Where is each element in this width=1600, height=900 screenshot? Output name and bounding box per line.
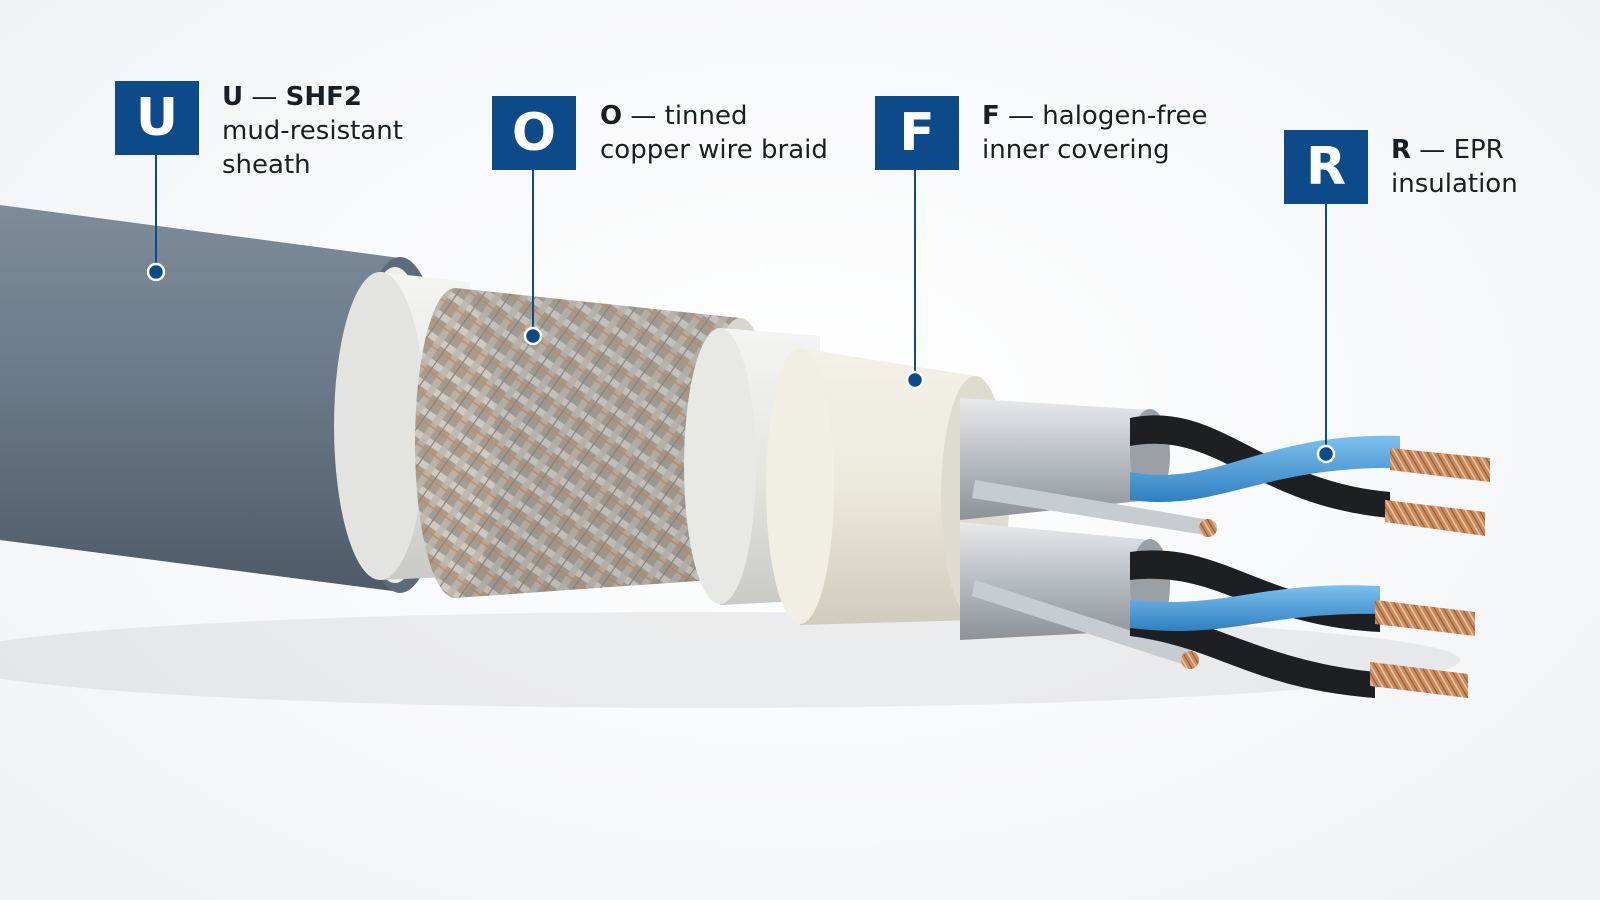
conductors-lower xyxy=(1130,550,1475,698)
label-o-line2: copper wire braid xyxy=(600,135,828,165)
badge-f: F xyxy=(875,96,959,170)
label-r: R — EPR insulation xyxy=(1391,133,1518,201)
label-u-line2: mud-resistant xyxy=(222,116,403,146)
badge-u: U xyxy=(115,81,199,155)
label-u-code: U xyxy=(222,82,244,112)
cable-shadow xyxy=(0,612,1460,708)
shielded-pair-upper xyxy=(960,398,1217,537)
label-r-code: R xyxy=(1391,135,1412,165)
label-u-line1: SHF2 xyxy=(285,82,362,112)
label-f-line1: halogen-free xyxy=(1042,101,1208,131)
label-u: U — SHF2 mud-resistant sheath xyxy=(222,80,403,182)
label-f-code: F xyxy=(982,101,1000,131)
label-o-code: O xyxy=(600,101,623,131)
badge-r: R xyxy=(1284,130,1368,204)
label-o-dash: — xyxy=(630,101,657,131)
label-r-line2: insulation xyxy=(1391,169,1518,199)
label-r-dash: — xyxy=(1419,135,1446,165)
label-o-line1: tinned xyxy=(664,101,748,131)
leader-f xyxy=(905,170,925,390)
leader-o xyxy=(523,170,543,346)
label-u-line3: sheath xyxy=(222,150,311,180)
label-f: F — halogen-free inner covering xyxy=(982,99,1207,167)
label-r-line1: EPR xyxy=(1453,135,1504,165)
leader-u xyxy=(146,155,166,282)
badge-o: O xyxy=(492,96,576,170)
label-f-line2: inner covering xyxy=(982,135,1170,165)
leader-r xyxy=(1316,204,1336,464)
label-o: O — tinned copper wire braid xyxy=(600,99,828,167)
label-u-dash: — xyxy=(251,82,278,112)
label-f-dash: — xyxy=(1008,101,1035,131)
